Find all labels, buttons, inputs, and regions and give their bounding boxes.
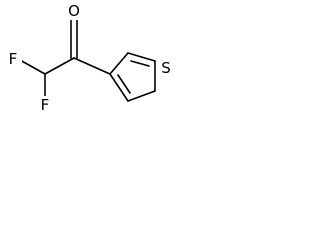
oxygen-label: O: [68, 2, 80, 20]
molecule-diagram: O F F S: [4, 2, 175, 114]
bond-carbonyl-to-ring: [73, 57, 111, 75]
sulfur-label-bg: [157, 59, 175, 77]
fluorine-top-label: F: [9, 50, 18, 68]
sulfur-label: S: [161, 59, 171, 77]
fluorine-top-label-bg: [4, 50, 22, 68]
bond-c-f-top: [19, 59, 46, 75]
bond-ring-c3-c2: [109, 52, 129, 75]
bond-ring-inner-double-left: [117, 74, 131, 94]
fluorine-bottom-label-bg: [36, 96, 54, 114]
bond-ring-c2-s: [127, 52, 156, 62]
fluorine-bottom-label: F: [41, 96, 50, 114]
bond-ring-inner-double-right: [130, 60, 150, 67]
atom-label-layer: O F F S: [4, 2, 175, 114]
bond-ring-c5-c4: [127, 90, 156, 102]
bond-ring-c4-c3: [109, 73, 129, 102]
bond-layer: [19, 17, 156, 102]
oxygen-label-bg: [64, 2, 84, 20]
bond-carbonyl-to-chf2: [44, 57, 75, 75]
structure-canvas: O F F S: [0, 0, 179, 125]
